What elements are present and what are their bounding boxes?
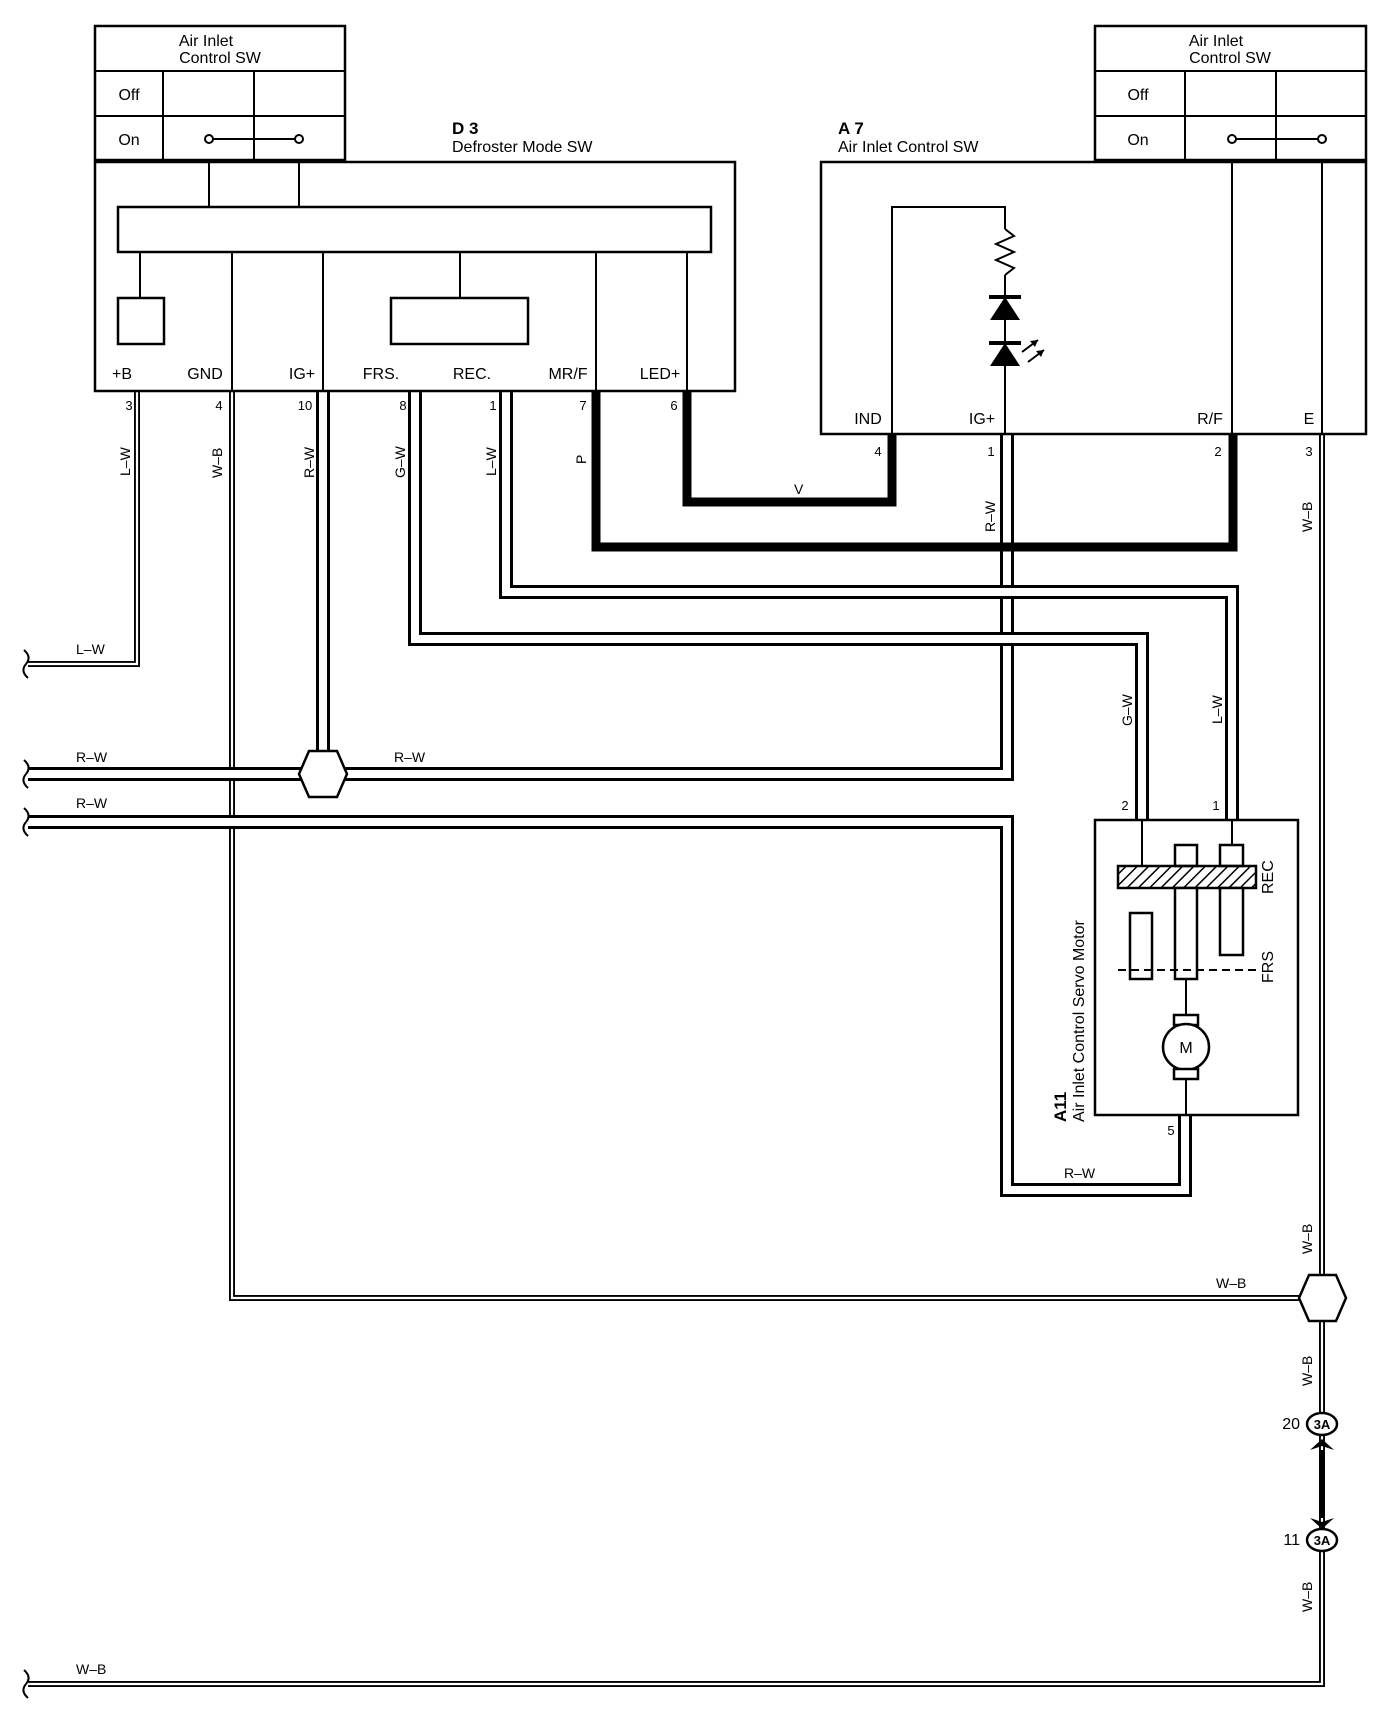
switch-contact-icon: [1227, 134, 1237, 144]
d3-terminal-mrf: MR/F: [548, 366, 587, 383]
d3-terminal-igplus: IG+: [289, 366, 315, 383]
wire-label: G–W: [1119, 693, 1135, 726]
wire-label: R–W: [982, 500, 998, 532]
d3-pin: 6: [670, 398, 677, 413]
motor-label: M: [1179, 1040, 1192, 1057]
led-icon: [990, 343, 1020, 366]
servo-contact-bar: [1116, 864, 1258, 890]
wire-label: W–B: [209, 448, 225, 478]
wire-label: W–B: [1299, 502, 1315, 532]
a11-pin: 5: [1167, 1123, 1174, 1138]
wire-rw-motor: [28, 815, 1192, 1197]
d3-terminal-bplus: +B: [112, 366, 132, 383]
wire-label: W–B: [1299, 1224, 1315, 1254]
splice-point-wb: [1297, 1273, 1348, 1323]
d3-pin: 10: [298, 398, 312, 413]
diode-icon: [990, 297, 1020, 320]
svg-text:3A: 3A: [1314, 1417, 1331, 1432]
d3-name: Defroster Mode SW: [452, 139, 593, 156]
off-page-marks: [22, 649, 30, 1699]
wire-label: L–W: [1209, 694, 1225, 724]
a11-frs: FRS: [1260, 951, 1277, 983]
a11-air-inlet-control-servo-motor: M REC FRS A11 Air Inlet Control Servo Mo…: [1051, 798, 1300, 1138]
wire-rw-splice: [28, 433, 1014, 781]
connector-3a-lower: 3A 11: [1283, 1518, 1339, 1553]
a7-pin: 1: [987, 444, 994, 459]
switch-right-off: Off: [1127, 87, 1149, 104]
d3-pin: 4: [215, 398, 222, 413]
wire-label: L–W: [117, 446, 133, 476]
wire-gw-frs: [408, 389, 1149, 822]
wire-label: W–B: [1299, 1582, 1315, 1612]
a11-name: Air Inlet Control Servo Motor: [1071, 919, 1088, 1122]
switch-right-title-1: Air Inlet: [1189, 33, 1244, 50]
wire-lw-rec: [499, 389, 1239, 822]
switch-table-left: Air Inlet Control SW Off On: [93, 24, 347, 162]
wire-lw-bplus: [28, 389, 140, 667]
a7-name: Air Inlet Control SW: [838, 139, 979, 156]
d3-terminal-gnd: GND: [187, 366, 223, 383]
wire-label: R–W: [1064, 1165, 1096, 1181]
wire-label: P: [573, 455, 589, 464]
wire-label: V: [794, 481, 804, 497]
wire-label: L–W: [483, 446, 499, 476]
a7-code: A 7: [838, 119, 864, 138]
a7-terminal-igplus: IG+: [969, 411, 995, 428]
wire-labels: L–W W–B R–W G–W L–W P V R–W W–B G–W L–W …: [76, 445, 1315, 1677]
switch-left-off: Off: [118, 87, 140, 104]
switch-left-title-1: Air Inlet: [179, 33, 234, 50]
d3-terminal-frs: FRS.: [363, 366, 399, 383]
d3-pin: 7: [579, 398, 586, 413]
switch-left-on: On: [118, 132, 139, 149]
d3-terminal-ledplus: LED+: [640, 366, 680, 383]
a11-pin: 1: [1212, 798, 1219, 813]
wire-p-mrf: [591, 389, 1238, 552]
connector-arrow-icon: [1310, 1518, 1334, 1529]
d3-pin: 1: [489, 398, 496, 413]
a11-rec: REC: [1260, 860, 1277, 894]
a7-air-inlet-control-sw: A 7 Air Inlet Control SW IND IG+ R/F E 4…: [819, 119, 1368, 459]
a11-pin: 2: [1121, 798, 1128, 813]
wire-v-led: [682, 389, 897, 507]
connector-arrow-icon: [1310, 1439, 1334, 1450]
wire-label: L–W: [76, 641, 106, 657]
switch-contact-icon: [1317, 134, 1327, 144]
connector-3a-upper: 3A 20: [1282, 1411, 1339, 1450]
wire-label: R–W: [76, 795, 108, 811]
a7-pin: 2: [1214, 444, 1221, 459]
svg-text:3A: 3A: [1314, 1533, 1331, 1548]
wire-label: W–B: [1216, 1275, 1246, 1291]
resistor-icon: [993, 228, 1017, 276]
d3-terminal-rec: REC.: [453, 366, 491, 383]
d3-code: D 3: [452, 119, 478, 138]
wire-label: G–W: [392, 445, 408, 478]
wire-label: R–W: [394, 749, 426, 765]
d3-pin: 3: [125, 398, 132, 413]
wire-label: W–B: [76, 1661, 106, 1677]
switch-contact-icon: [294, 134, 304, 144]
splice-point-rw: [297, 749, 349, 799]
connector-upper-pin: 20: [1282, 1416, 1300, 1433]
a7-pin: 3: [1305, 444, 1312, 459]
a7-terminal-ind: IND: [854, 411, 882, 428]
a11-code: A11: [1051, 1092, 1070, 1122]
switch-right-title-2: Control SW: [1189, 50, 1272, 67]
connector-lower-pin: 11: [1283, 1532, 1300, 1549]
a7-terminal-rf: R/F: [1197, 411, 1223, 428]
wire-label: W–B: [1299, 1356, 1315, 1386]
switch-table-right: Air Inlet Control SW Off On: [1093, 24, 1368, 162]
d3-pin: 8: [399, 398, 406, 413]
switch-contact-icon: [204, 134, 214, 144]
wire-label: R–W: [301, 446, 317, 478]
a7-pin: 4: [874, 444, 881, 459]
a7-terminal-e: E: [1304, 411, 1315, 428]
switch-right-on: On: [1127, 132, 1148, 149]
wire-label: R–W: [76, 749, 108, 765]
switch-left-title-2: Control SW: [179, 50, 262, 67]
d3-defroster-mode-sw: D 3 Defroster Mode SW +B GND IG+ FRS. RE…: [93, 119, 737, 413]
wires: [28, 389, 1325, 1687]
